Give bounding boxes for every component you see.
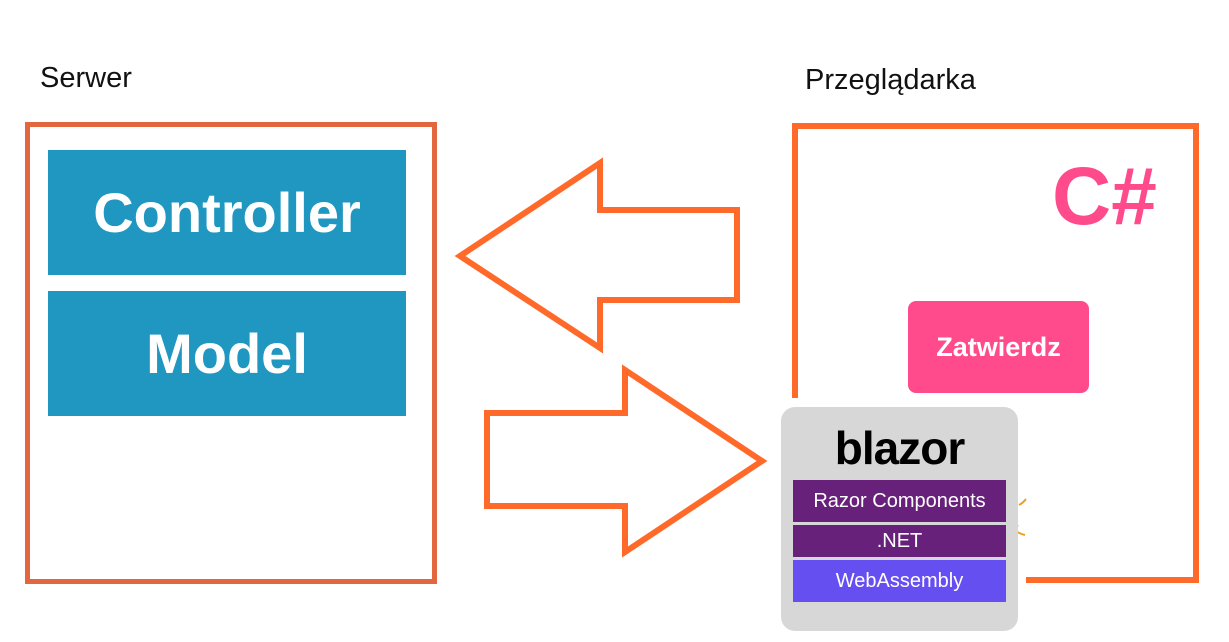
csharp-logo: C# bbox=[1052, 151, 1157, 242]
submit-button[interactable]: Zatwierdz bbox=[908, 301, 1089, 393]
server-box bbox=[25, 122, 437, 584]
server-label: Serwer bbox=[40, 62, 132, 94]
left-arrow bbox=[454, 157, 740, 354]
layer-webassembly: WebAssembly bbox=[793, 560, 1006, 602]
controller-block: Controller bbox=[48, 150, 406, 275]
blazor-logo: blazor bbox=[834, 422, 965, 474]
layer-razor-components: Razor Components bbox=[793, 480, 1006, 522]
right-arrow bbox=[484, 364, 768, 558]
browser-border bbox=[792, 123, 1199, 583]
layer-dotnet: .NET bbox=[793, 525, 1006, 557]
browser-label: Przeglądarka bbox=[805, 64, 976, 96]
blazor-card: blazor Razor Components .NET WebAssembly bbox=[781, 407, 1018, 631]
model-block: Model bbox=[48, 291, 406, 416]
